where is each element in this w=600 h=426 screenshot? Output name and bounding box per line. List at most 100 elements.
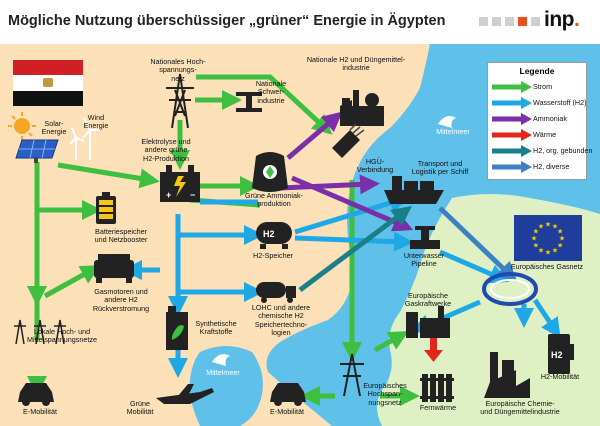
label-eu-gasnetz: Europäisches Gasnetz xyxy=(510,262,584,271)
label-schwerindustrie: Nationale Schwer- industrie xyxy=(255,79,287,105)
waerme-arrow xyxy=(424,334,443,362)
eu-star: ★ xyxy=(545,249,551,257)
wave-icon-bottom xyxy=(212,354,230,366)
solar-panel-icon xyxy=(15,139,59,163)
label-emob-eu: E-Mobilität xyxy=(270,407,304,416)
plus-sign: + xyxy=(166,190,171,200)
legend-arrow-h2-diverse xyxy=(492,161,532,173)
legend-arrow-waerme xyxy=(492,129,532,141)
eu-pylon-icon xyxy=(340,353,364,397)
eu-flag: ★★★★★★★★★★★★ xyxy=(514,215,582,261)
label-elektrolyse: Elektrolyse und andere grüne H2-Produkti… xyxy=(141,137,191,163)
label-lohc: LOHC und andere chemische H2 Speichertec… xyxy=(251,303,311,337)
legend-arrow-ammoniak xyxy=(492,113,532,125)
sea-inlet xyxy=(189,346,263,426)
legend-box: Legende Strom Wasserstoff (H2) Ammoniak … xyxy=(487,62,593,180)
h2-tank-badge: H2 xyxy=(263,229,275,239)
header-square-4 xyxy=(518,17,527,26)
eu-gas-grid-ring-icon xyxy=(482,272,538,306)
lohc-truck-icon xyxy=(256,282,296,303)
fuel-canister-icon xyxy=(166,306,188,350)
eu-star: ★ xyxy=(559,235,565,243)
header-square-3 xyxy=(505,17,514,26)
eu-star: ★ xyxy=(552,222,558,230)
eu-star: ★ xyxy=(557,228,563,236)
label-mittelmeer-bottom: Mittelmeer xyxy=(206,368,240,377)
legend-label-h2-gebunden: H2, org. gebunden xyxy=(533,146,593,155)
label-h2-duengemittel: Nationale H2 und Düngemittel- industrie xyxy=(306,55,406,73)
h2-tank-icon xyxy=(256,222,292,249)
legend-label-wasserstoff: Wasserstoff (H2) xyxy=(533,98,587,107)
legend-item-strom: Strom xyxy=(488,80,586,94)
label-gruene-mob: Grüne Mobilität xyxy=(126,399,154,417)
battery-icon xyxy=(96,192,116,224)
label-batterie: Batteriespeicher und Netzbooster xyxy=(94,227,148,245)
airplane-icon xyxy=(156,384,214,404)
label-gaskraftwerke: Europäische Gaskraftwerke xyxy=(404,291,452,309)
label-h2-mobilitaet: H2-Mobilität xyxy=(540,372,580,381)
sun-icon xyxy=(8,112,36,140)
ammonia-sack-icon xyxy=(252,152,288,192)
h2-station-badge: H2 xyxy=(551,350,563,360)
flag-stripe-black xyxy=(13,90,83,106)
label-wind: Wind Energie xyxy=(83,113,109,131)
label-pipeline: Unterwasser Pipeline xyxy=(403,251,445,269)
eu-flag-stars: ★★★★★★★★★★★★ xyxy=(531,221,565,257)
label-transport: Transport und Logistik per Schiff xyxy=(411,159,469,177)
inp-logo: inp. xyxy=(544,8,580,31)
egypt-flag xyxy=(13,60,83,106)
e-car-left-icon xyxy=(18,383,54,406)
label-solar: Solar- Energie xyxy=(41,119,67,137)
power-pylon-icon xyxy=(166,73,194,129)
wave-icon-top xyxy=(438,116,456,128)
eu-star: ★ xyxy=(531,235,537,243)
eu-star: ★ xyxy=(538,247,544,255)
flag-eagle-emblem xyxy=(43,78,53,88)
legend-label-ammoniak: Ammoniak xyxy=(533,114,567,123)
header-square-1 xyxy=(479,17,488,26)
factory-icon xyxy=(340,90,384,126)
legend-arrow-h2-gebunden xyxy=(492,145,532,157)
eu-star: ★ xyxy=(533,228,539,236)
flag-stripe-red xyxy=(13,60,83,76)
ship-icon xyxy=(384,176,444,204)
label-eu-hochspannung: Europäisches Hochspan- nungsnetz xyxy=(363,381,407,407)
ammoniak-lines xyxy=(279,111,414,232)
wind-turbine-icon xyxy=(69,117,100,160)
eu-star: ★ xyxy=(533,242,539,250)
h2-station-icon xyxy=(548,334,574,374)
label-eu-chemie: Europäische Chemie- und Düngemittelindus… xyxy=(480,399,560,417)
gas-engine-icon xyxy=(94,254,134,283)
legend-item-h2-diverse: H2, diverse xyxy=(488,160,586,174)
header-square-2 xyxy=(492,17,501,26)
pipeline-valve-icon xyxy=(410,226,440,249)
legend-title: Legende xyxy=(519,66,555,76)
h2-diverse-lines xyxy=(438,206,518,282)
eu-star: ★ xyxy=(552,247,558,255)
legend-label-h2-diverse: H2, diverse xyxy=(533,162,570,171)
label-kraftstoffe: Synthetische Kraftstoffe xyxy=(195,319,237,337)
header-bar: Mögliche Nutzung überschüssiger „grüner“… xyxy=(0,0,600,44)
chemical-plant-icon xyxy=(484,352,530,398)
hvdc-cable-icon xyxy=(332,123,365,158)
legend-item-ammoniak: Ammoniak xyxy=(488,112,586,126)
label-hochspannungsnetz: Nationales Hoch- spannungs- netz xyxy=(150,57,206,83)
label-gasmotoren: Gasmotoren und andere H2 Rückverstromung xyxy=(92,287,150,313)
eu-star: ★ xyxy=(538,222,544,230)
header-square-5 xyxy=(531,17,540,26)
label-lokale-netze: Lokale Hoch- und Mittelspannungsnetze xyxy=(27,327,97,345)
page-title: Mögliche Nutzung überschüssiger „grüner“… xyxy=(8,13,446,29)
e-car-eu-icon xyxy=(270,383,306,406)
gas-power-plant-icon xyxy=(406,306,450,338)
steel-beam-icon xyxy=(236,92,262,112)
flag-stripe-white xyxy=(13,75,83,91)
label-hgue: HGÜ- Verbindung xyxy=(356,157,394,175)
label-mittelmeer-top: Mittelmeer xyxy=(436,127,470,136)
electrolyser-icon xyxy=(160,165,200,202)
legend-arrow-wasserstoff xyxy=(492,97,532,109)
label-h2-speicher: H2-Speicher xyxy=(253,251,293,260)
legend-label-waerme: Wärme xyxy=(533,130,557,139)
legend-item-wasserstoff: Wasserstoff (H2) xyxy=(488,96,587,110)
legend-arrow-strom xyxy=(492,81,532,93)
